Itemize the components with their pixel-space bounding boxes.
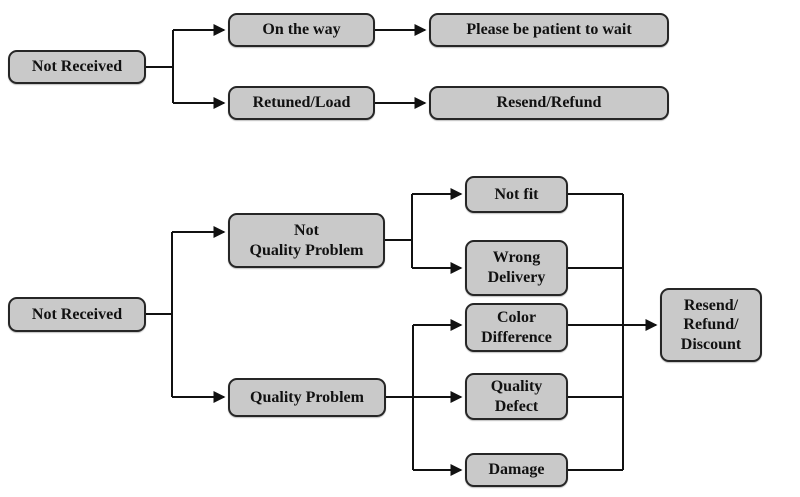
- node-wrong-delivery: Wrong Delivery: [465, 240, 568, 296]
- node-not-fit: Not fit: [465, 176, 568, 213]
- node-bottom-not-received: Not Received: [8, 297, 146, 332]
- node-quality-problem: Quality Problem: [228, 378, 386, 417]
- node-damage: Damage: [465, 453, 568, 487]
- node-retuned-load: Retuned/Load: [228, 86, 375, 120]
- node-top-not-received: Not Received: [8, 50, 146, 84]
- node-color-difference: Color Difference: [465, 303, 568, 352]
- node-be-patient: Please be patient to wait: [429, 13, 669, 47]
- node-quality-defect: Quality Defect: [465, 373, 568, 420]
- node-outcome: Resend/ Refund/ Discount: [660, 288, 762, 362]
- node-on-the-way: On the way: [228, 13, 375, 47]
- node-resend-refund: Resend/Refund: [429, 86, 669, 120]
- node-not-quality-problem: Not Quality Problem: [228, 213, 385, 268]
